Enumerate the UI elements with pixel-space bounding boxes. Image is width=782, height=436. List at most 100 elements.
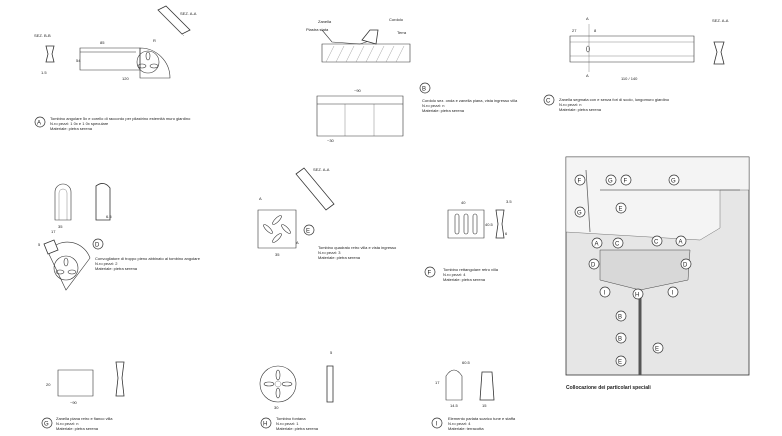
detail-a-dim-r: R — [153, 38, 156, 43]
detail-h-slot-4 — [281, 381, 293, 387]
plan-marker: B — [615, 332, 627, 344]
svg-text:I: I — [604, 291, 606, 297]
detail-i-dim-60-5: 60.5 — [462, 360, 471, 365]
detail-h-desc-1: Tombino fontana — [276, 416, 306, 421]
detail-a-dim-120: 120 — [122, 76, 129, 81]
detail-b-dim-90: ~90 — [354, 88, 362, 93]
detail-h-slot-1 — [275, 369, 281, 381]
svg-text:A: A — [679, 240, 683, 246]
detail-b-kerb-stone — [361, 29, 379, 45]
detail-d-desc-1: Convogliatore di troppo pieno abbinato a… — [95, 256, 201, 261]
detail-e-desc-2: N.ro pezzi: 3 — [318, 250, 341, 255]
detail-a: SEZ. B-B 1.5 85 R 54 120 SEZ. A-A A Tomb… — [34, 5, 197, 131]
site-plan-courtyard — [599, 249, 691, 291]
detail-c-desc-2: N.ro pezzi: n — [559, 102, 581, 107]
svg-text:C: C — [654, 240, 659, 246]
detail-h-centre — [274, 380, 282, 388]
detail-c-letter-circle — [543, 94, 555, 106]
detail-e-section-profile — [295, 167, 335, 211]
detail-e-slot-3 — [263, 224, 273, 234]
detail-e-marker-a-top: A — [259, 196, 262, 201]
plan-marker: G — [574, 206, 586, 218]
detail-e-section: SEZ. A-A — [313, 167, 330, 172]
detail-d-side-view — [95, 183, 111, 221]
svg-text:B: B — [618, 337, 622, 343]
svg-text:F: F — [624, 179, 628, 185]
detail-g-section — [115, 361, 125, 397]
detail-d-spout — [43, 239, 59, 255]
plan-marker: G — [668, 174, 680, 186]
svg-text:B: B — [618, 315, 622, 321]
detail-a-section-bb: SEZ. B-B — [34, 33, 51, 38]
detail-d-slot-1 — [63, 257, 69, 267]
detail-b-label-piastra: Piastra stata — [306, 27, 329, 32]
detail-a-section-aa-line — [159, 11, 185, 37]
detail-a-section-aa: SEZ. A-A — [180, 11, 197, 16]
detail-c-dim-length: 110 / 140 — [621, 76, 638, 81]
plan-marker: E — [615, 202, 627, 214]
detail-b-ground-block — [321, 43, 411, 63]
detail-d-dim-17: 17 — [51, 229, 56, 234]
detail-h: 5 30 H Tombino fontana N.ro pezzi: 1 Mat… — [259, 350, 334, 431]
detail-h-desc-2: N.ro pezzi: 1 — [276, 421, 299, 426]
detail-a-slot-2 — [137, 63, 147, 69]
detail-c-desc-3: Materiale: pietra serena — [559, 107, 602, 112]
detail-d: 35 17 6.5 5 D Convogliatore di troppo pi… — [38, 183, 201, 291]
detail-c-drain-hole — [586, 45, 590, 53]
svg-text:E: E — [655, 347, 659, 353]
detail-h-disc — [259, 365, 297, 403]
detail-g-dim-90: ~90 — [70, 400, 78, 405]
detail-e-marker-a-bottom: A — [296, 240, 299, 245]
detail-a-desc-3: Materiale: pietra serena — [50, 126, 93, 131]
detail-c-letter: C — [546, 99, 551, 105]
detail-d-grate — [53, 255, 79, 281]
detail-d-dim-35: 35 — [58, 224, 63, 229]
detail-i-side-view — [479, 371, 495, 401]
svg-text:I: I — [672, 291, 674, 297]
plan-marker: A — [591, 237, 603, 249]
plan-marker: I — [667, 286, 679, 298]
detail-b-plan-joints — [344, 104, 375, 136]
detail-a-dim-85: 85 — [100, 40, 105, 45]
plan-marker: C — [612, 237, 624, 249]
detail-a-slot-3 — [149, 63, 159, 69]
detail-b-letter-circle — [419, 82, 431, 94]
detail-b-dim-30: ~30 — [327, 138, 335, 143]
detail-e-slot-1 — [272, 215, 282, 225]
plan-marker: D — [588, 258, 600, 270]
detail-a-plan-corner — [139, 47, 171, 79]
detail-g-desc-3: Materiale: pietra serena — [56, 426, 99, 431]
detail-c-marker-a-top: A — [586, 16, 589, 21]
detail-b-desc-3: Materiale: pietra serena — [422, 108, 465, 113]
detail-b-desc-1: Cordolo sez. onda e zanella piana, vista… — [422, 98, 518, 103]
detail-i-front-view — [445, 369, 463, 401]
detail-i-letter: I — [436, 422, 438, 428]
detail-i-dim-14-5: 14.5 — [450, 403, 459, 408]
svg-text:C: C — [615, 242, 620, 248]
detail-b-desc-2: N.ro pezzi: n — [422, 103, 444, 108]
detail-i-letter-circle — [431, 417, 443, 429]
svg-text:E: E — [619, 207, 623, 213]
plan-marker: I — [599, 286, 611, 298]
detail-e-desc-1: Tombino quadrato retro villa e vista ing… — [318, 245, 397, 250]
detail-d-front-inner — [58, 188, 68, 220]
detail-d-dim-5: 5 — [38, 242, 41, 247]
plan-marker: F — [574, 174, 586, 186]
detail-h-section — [326, 365, 334, 403]
site-plan: Collocazione dei particolari speciali — [565, 156, 750, 391]
detail-a-section-profile — [45, 45, 55, 63]
detail-d-dim-6-5: 6.5 — [106, 214, 112, 219]
plan-marker: A — [675, 235, 687, 247]
svg-text:E: E — [618, 360, 622, 366]
detail-e-letter-circle — [303, 224, 315, 236]
detail-f-letter: F — [428, 271, 432, 277]
plan-marker: C — [651, 235, 663, 247]
detail-c-section-profile — [713, 41, 725, 65]
detail-a-letter: A — [37, 121, 41, 127]
detail-e-desc-3: Materiale: pietra serena — [318, 255, 361, 260]
detail-g-desc-2: N.ro pezzi: n — [56, 421, 78, 426]
detail-c-dim-8: 8 — [594, 28, 597, 33]
detail-d-letter-circle — [92, 238, 104, 250]
svg-text:G: G — [671, 179, 676, 185]
detail-b-label-terra: Terra — [397, 30, 407, 35]
